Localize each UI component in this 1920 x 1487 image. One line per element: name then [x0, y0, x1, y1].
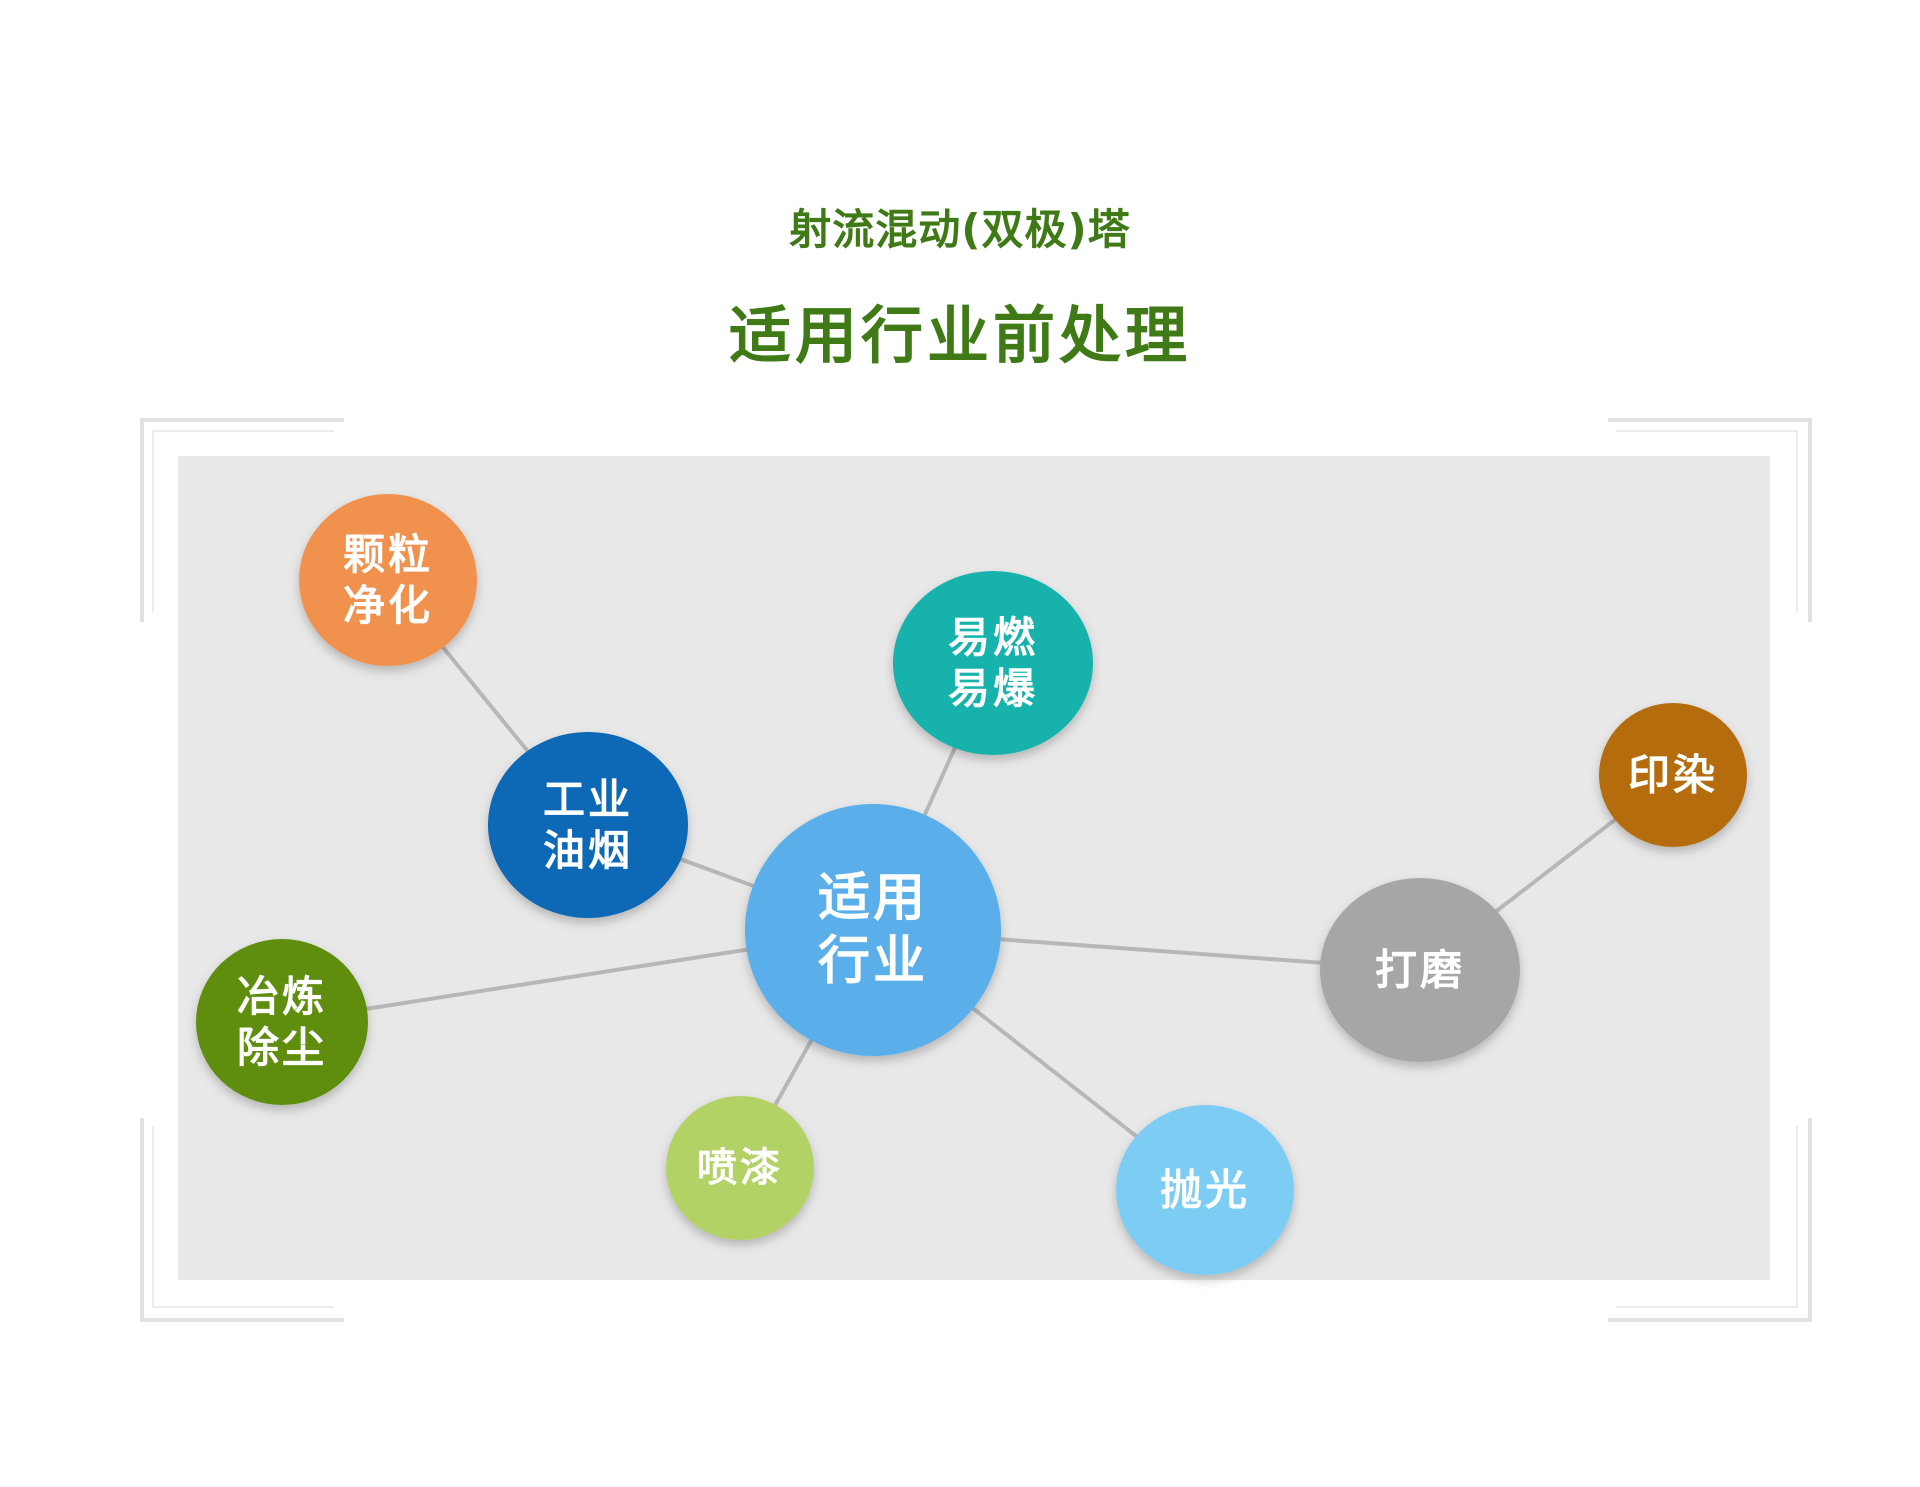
node-circle-damo: [1320, 878, 1520, 1062]
node-label-gongye-1: 工业: [543, 775, 633, 824]
frame-corner-inner-bottom-left: [152, 1126, 334, 1308]
node-label-keli-2: 净化: [343, 581, 433, 630]
node-label-yelian-1: 冶炼: [237, 972, 327, 1021]
frame-corner-inner-top-right: [1616, 430, 1798, 612]
node-circle-paoguang: [1116, 1105, 1294, 1275]
node-label-gongye-2: 油烟: [543, 826, 633, 875]
diagram-subtitle: 射流混动(双极)塔: [789, 205, 1131, 254]
node-label-penqi-1: 喷漆: [697, 1145, 783, 1191]
node-circle-keli: [299, 494, 477, 666]
node-center: 适用行业: [745, 804, 1001, 1056]
node-paoguang: 抛光: [1116, 1105, 1294, 1275]
node-label-yinran-1: 印染: [1628, 751, 1718, 800]
node-yinran: 印染: [1599, 703, 1747, 847]
frame-corner-top-left: [140, 418, 344, 622]
node-circle-center: [745, 804, 1001, 1056]
frame-corner-bottom-right: [1608, 1118, 1812, 1322]
node-circle-gongye: [488, 732, 688, 918]
node-label-yiran-1: 易燃: [948, 613, 1038, 662]
node-label-center-1: 适用: [818, 868, 928, 928]
frame-corner-top-right: [1608, 418, 1812, 622]
frame-corner-bottom-left: [140, 1118, 344, 1322]
node-label-keli-1: 颗粒: [343, 530, 433, 579]
node-damo: 打磨: [1320, 878, 1520, 1062]
node-label-yiran-2: 易爆: [948, 664, 1038, 713]
node-circle-penqi: [666, 1096, 814, 1240]
node-label-center-2: 行业: [818, 932, 928, 992]
node-penqi: 喷漆: [666, 1096, 814, 1240]
frame-corner-inner-top-left: [152, 430, 334, 612]
node-circle-yelian: [196, 939, 368, 1105]
diagram-title: 适用行业前处理: [728, 299, 1191, 372]
node-label-paoguang-1: 抛光: [1160, 1166, 1250, 1215]
node-label-yelian-2: 除尘: [237, 1023, 327, 1072]
node-circle-yinran: [1599, 703, 1747, 847]
node-label-damo-1: 打磨: [1375, 946, 1465, 995]
frame-corner-inner-bottom-right: [1616, 1126, 1798, 1308]
node-circle-yiran: [893, 571, 1093, 755]
